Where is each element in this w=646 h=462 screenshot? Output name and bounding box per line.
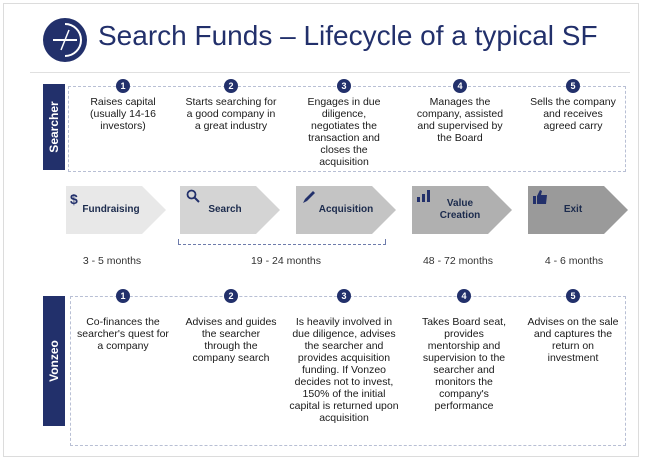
- vonzeo-step-3-number: 3: [337, 289, 351, 303]
- phase-arrow-fundraising: $ Fundraising: [66, 186, 166, 234]
- phase-arrow-acquisition: Acquisition: [296, 186, 396, 234]
- vonzeo-step-3-text: Is heavily involved in due diligence, ad…: [289, 316, 399, 424]
- searcher-step-3-text: Engages in due diligence, negotiates the…: [307, 96, 381, 168]
- searcher-step-2-number: 2: [224, 79, 238, 93]
- phase-label-search: Search: [208, 204, 242, 215]
- slide-frame: [3, 3, 639, 457]
- vonzeo-band-label: Vonzeo: [47, 340, 61, 382]
- searcher-step-1-text: Raises capital (usually 14-16 investors): [90, 96, 156, 132]
- logo-icon: [43, 18, 87, 62]
- page-title: Search Funds – Lifecycle of a typical SF: [98, 20, 598, 51]
- header-divider: [30, 72, 630, 73]
- phase-label-acquisition: Acquisition: [318, 204, 374, 215]
- duration-fundraising: 3 - 5 months: [82, 255, 142, 267]
- searcher-step-5-text: Sells the company and receives agreed ca…: [530, 96, 616, 132]
- searcher-step-2-text: Starts searching for a good company in a…: [185, 96, 277, 132]
- vonzeo-step-1-text: Co-finances the searcher's quest for a c…: [77, 316, 169, 352]
- phase-arrow-search: Search: [180, 186, 280, 234]
- phase-arrow-exit: Exit: [528, 186, 628, 234]
- vonzeo-step-2-number: 2: [224, 289, 238, 303]
- searcher-step-1-number: 1: [116, 79, 130, 93]
- vonzeo-step-4-number: 4: [457, 289, 471, 303]
- duration-exit: 4 - 6 months: [544, 255, 604, 267]
- searcher-step-3-number: 3: [337, 79, 351, 93]
- vonzeo-band: Vonzeo: [43, 296, 65, 426]
- duration-value-creation: 48 - 72 months: [422, 255, 494, 267]
- slide-header: Search Funds – Lifecycle of a typical SF: [0, 0, 646, 78]
- dollar-icon: $: [70, 191, 78, 207]
- phase-label-value-creation: Value Creation: [439, 198, 481, 221]
- searcher-band-label: Searcher: [47, 101, 61, 153]
- vonzeo-step-5-text: Advises on the sale and captures the ret…: [527, 316, 619, 364]
- search-acquisition-bracket: [178, 239, 386, 245]
- searcher-step-5-number: 5: [566, 79, 580, 93]
- phase-label-fundraising: Fundraising: [82, 204, 140, 215]
- vonzeo-step-4-text: Takes Board seat, provides mentorship an…: [421, 316, 507, 412]
- searcher-band: Searcher: [43, 84, 65, 170]
- phase-arrow-value-creation: Value Creation: [412, 186, 512, 234]
- vonzeo-step-1-number: 1: [116, 289, 130, 303]
- vonzeo-step-2-text: Advises and guides the searcher through …: [185, 316, 277, 364]
- searcher-step-4-number: 4: [453, 79, 467, 93]
- phase-label-exit: Exit: [563, 204, 583, 215]
- duration-search-acquisition: 19 - 24 months: [250, 255, 322, 267]
- vonzeo-step-5-number: 5: [566, 289, 580, 303]
- searcher-step-4-text: Manages the company, assisted and superv…: [416, 96, 504, 144]
